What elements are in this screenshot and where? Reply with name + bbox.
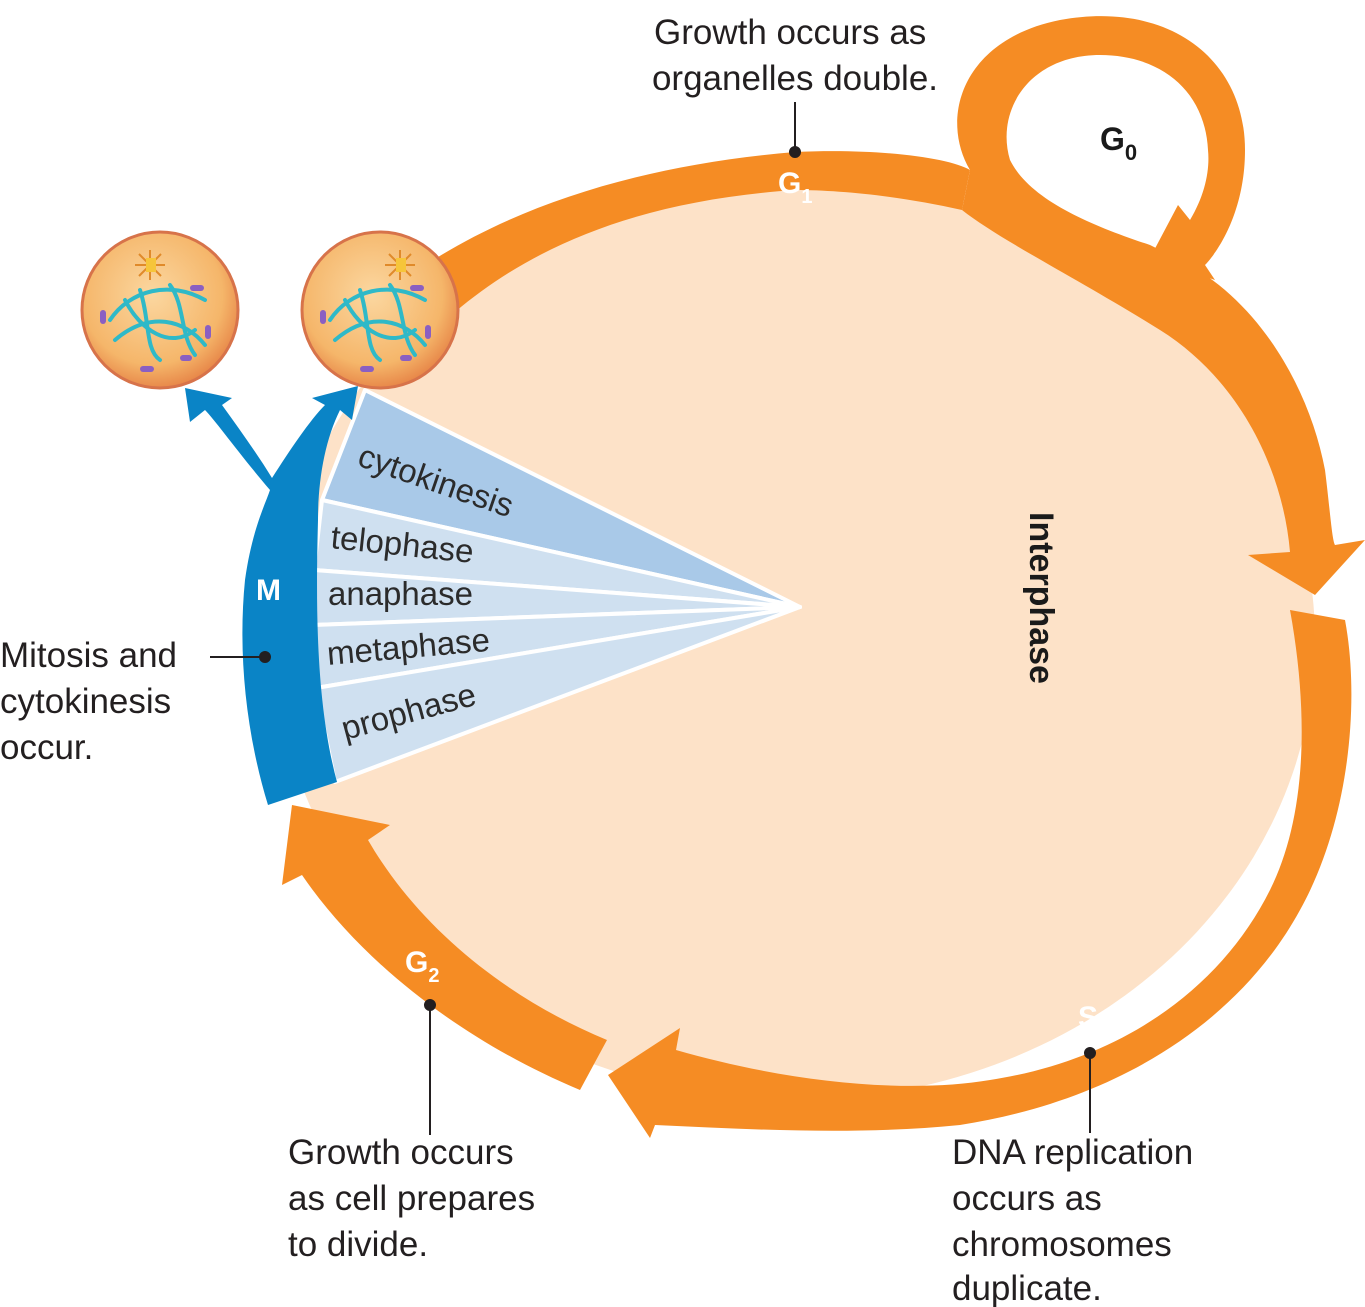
daughter-cell-left [80,230,240,390]
daughter-cell-right [300,230,460,390]
s-annotation-line: occurs as [952,1179,1102,1218]
m-annotation-line: Mitosis and [0,636,177,675]
g1-arc [430,16,1365,596]
g2-annotation-line: to divide. [288,1225,428,1264]
m-label: M [256,574,281,607]
stage-anaphase: anaphase [328,575,473,612]
m-annotation-line: occur. [0,728,93,767]
mitosis-wedge [311,388,802,784]
s-annotation-line: duplicate. [952,1269,1102,1307]
s-annotation: DNA replication occurs as chromosomes du… [952,1133,1203,1307]
s-annotation-line: chromosomes [952,1225,1172,1264]
g0-loop [957,16,1365,596]
g1-annotation-line: Growth occurs as [654,13,926,52]
g0-label: G0 [1100,121,1137,165]
m-annotation: Mitosis and cytokinesis occur. [0,636,187,767]
g2-annotation-line: as cell prepares [288,1179,535,1218]
g2-annotation: Growth occurs as cell prepares to divide… [288,1133,545,1264]
s-label: S [1078,1001,1098,1034]
interphase-region [275,180,1315,1100]
m-arrow [185,386,358,805]
g2-arc [282,805,607,1090]
interphase-label: Interphase [1022,512,1060,684]
g1-label: G1 [778,167,812,208]
g2-annotation-line: Growth occurs [288,1133,514,1172]
g1-annotation-line: organelles double. [652,59,938,98]
m-annotation-line: cytokinesis [0,682,171,721]
s-annotation-line: DNA replication [952,1133,1193,1172]
s-arc [608,610,1352,1138]
g2-label: G2 [405,946,439,987]
leader-lines [210,102,1096,1135]
g1-annotation: Growth occurs as organelles double. [652,13,938,98]
